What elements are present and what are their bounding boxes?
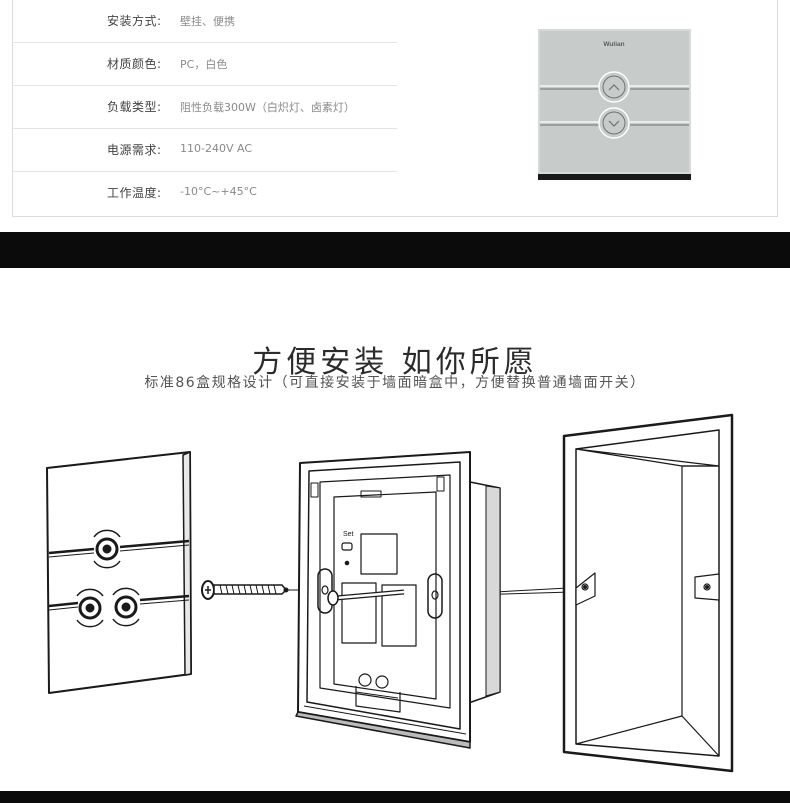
set-button-label: Set (343, 531, 354, 538)
spec-row-temperature: 工作温度: -10°C~+45°C (13, 172, 397, 214)
spec-value: PC，白色 (180, 58, 228, 71)
spec-value: 110-240V AC (180, 142, 252, 155)
installation-diagram: Set (46, 413, 734, 773)
spec-label: 材质颜色: (107, 57, 162, 71)
chevron-down-icon (608, 120, 620, 127)
spec-value: 阻性负载300W（白炽灯、卤素灯） (180, 101, 355, 114)
spec-label: 负载类型: (107, 100, 162, 114)
section-divider-band (0, 232, 790, 268)
spec-row-power: 电源需求: 110-240V AC (13, 129, 397, 172)
section-subtitle: 标准86盒规格设计（可直接安装于墙面暗盒中，方便替换普通墙面开关） (144, 375, 646, 391)
spec-row-install: 安装方式: 壁挂、便携 (13, 0, 397, 43)
spec-label: 电源需求: (107, 143, 162, 157)
spec-table: 安装方式: 壁挂、便携 材质颜色: PC，白色 负载类型: 阻性负载300W（白… (13, 0, 397, 214)
product-photo: Wulian (538, 29, 691, 180)
spec-value: -10°C~+45°C (180, 185, 257, 198)
spec-label: 安装方式: (107, 14, 162, 28)
spec-card: 安装方式: 壁挂、便携 材质颜色: PC，白色 负载类型: 阻性负载300W（白… (12, 0, 778, 217)
spec-row-material: 材质颜色: PC，白色 (13, 43, 397, 86)
bottom-band (0, 791, 790, 803)
wall-box-illustration (562, 413, 734, 773)
mounting-frame-illustration: Set (295, 451, 501, 749)
screw-illustration (201, 580, 289, 600)
product-brand-logo: Wulian (603, 41, 624, 48)
switch-panel-illustration (46, 451, 192, 694)
spec-row-load: 负载类型: 阻性负载300W（白炽灯、卤素灯） (13, 86, 397, 129)
chevron-up-icon (608, 84, 620, 91)
section-title: 方便安装 如你所愿 (252, 344, 538, 380)
spec-label: 工作温度: (107, 186, 162, 200)
spec-value: 壁挂、便携 (180, 15, 235, 28)
